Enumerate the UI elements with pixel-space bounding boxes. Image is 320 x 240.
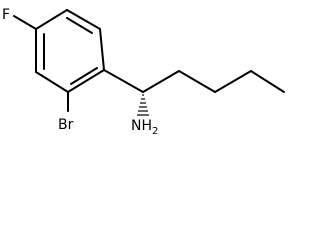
chemical-structure: F Br NH2 [2, 7, 285, 137]
chain-bond-1 [142, 70, 180, 93]
hashed-wedge-bond [137, 94, 149, 116]
bromine-label: Br [58, 117, 74, 133]
ring-bond-c6-c1 [67, 69, 105, 93]
ring-double-bond-inner-1 [66, 17, 93, 34]
ring-bond-c5-c6 [35, 71, 69, 93]
chain-bond-2 [178, 70, 216, 93]
ring-to-chiral-bond [103, 69, 144, 93]
ring-bond-c1-c2 [99, 28, 105, 71]
amine-subscript: 2 [152, 126, 158, 137]
ring-double-bond-inner-3 [70, 67, 98, 85]
ring-bond-c3-c4 [35, 9, 68, 30]
benzene-ring [35, 9, 105, 93]
ring-bond-c2-c3 [66, 9, 101, 30]
fluorine-label: F [2, 7, 10, 23]
chain-bond-3 [214, 70, 252, 93]
c-f-bond [13, 15, 37, 30]
alkyl-chain [142, 70, 285, 93]
chain-bond-4 [250, 70, 285, 93]
amine-label: NH2 [131, 118, 158, 137]
amine-nh: NH [131, 118, 152, 134]
